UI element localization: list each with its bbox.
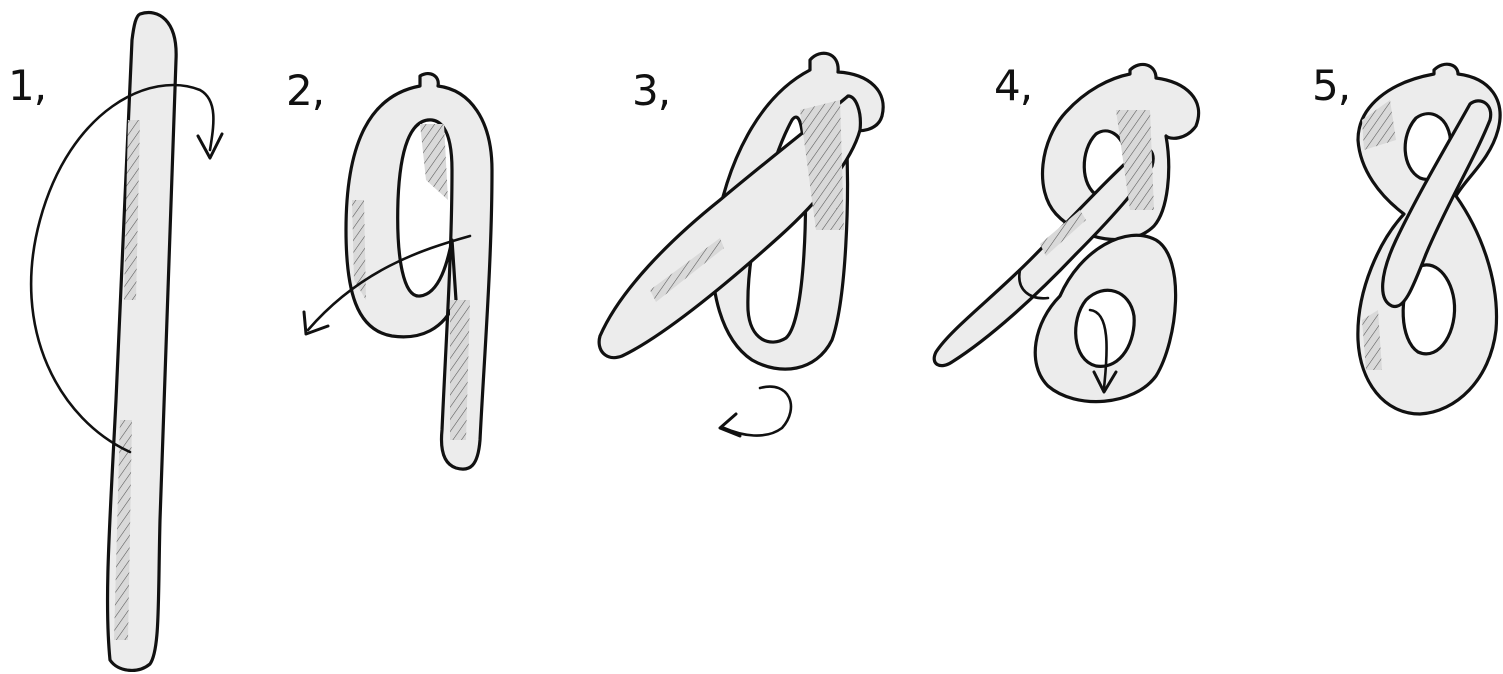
step-4: 4, [934,61,1198,402]
step-4-label: 4, [994,61,1032,110]
step-1-label: 1, [8,61,46,110]
step-3: 3, [599,53,883,436]
step-1: 1, [8,13,222,671]
step-2: 2, [286,66,492,469]
step-3-label: 3, [632,66,670,115]
step-5: 5, [1312,61,1500,414]
step-2-label: 2, [286,66,324,115]
twist-guide-arrow [724,387,791,436]
dough-loop [346,74,492,470]
step-5-label: 5, [1312,61,1350,110]
